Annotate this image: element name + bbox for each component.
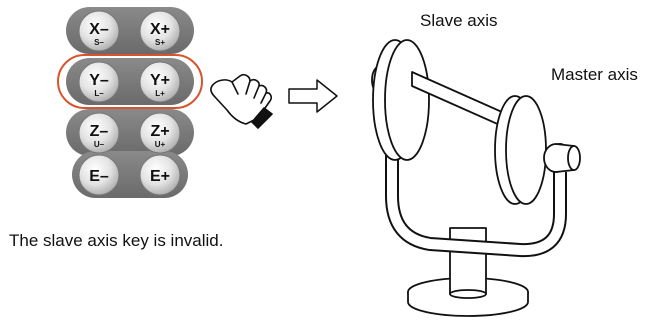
key-y-minus-sublabel: L– bbox=[94, 89, 104, 98]
key-z-plus[interactable]: Z+ U+ bbox=[139, 112, 181, 154]
key-x-minus-label: X– bbox=[89, 21, 109, 38]
key-x-minus-sublabel: S– bbox=[94, 38, 104, 47]
master-axis-label: Master axis bbox=[551, 65, 638, 84]
key-x-plus[interactable]: X+ S+ bbox=[139, 10, 181, 52]
key-y-minus-label: Y– bbox=[89, 72, 109, 89]
key-x-plus-label: X+ bbox=[150, 21, 170, 38]
key-y-plus-label: Y+ bbox=[150, 72, 170, 89]
key-z-plus-label: Z+ bbox=[150, 123, 169, 140]
key-x-minus[interactable]: X– S– bbox=[78, 10, 120, 52]
key-y-plus[interactable]: Y+ L+ bbox=[139, 61, 181, 103]
slave-axis-label: Slave axis bbox=[420, 11, 498, 30]
key-x-plus-sublabel: S+ bbox=[155, 38, 165, 47]
keypad: X– S– X+ S+ Y– L– Y+ L+ Z– U– Z+ U+ bbox=[57, 7, 203, 198]
key-e-plus-label: E+ bbox=[150, 168, 170, 185]
key-z-plus-sublabel: U+ bbox=[155, 140, 166, 149]
key-z-minus[interactable]: Z– U– bbox=[78, 112, 120, 154]
key-y-plus-sublabel: L+ bbox=[155, 89, 165, 98]
key-y-minus[interactable]: Y– L– bbox=[78, 61, 120, 103]
positioner-illustration bbox=[371, 39, 581, 317]
pointing-hand-icon bbox=[210, 74, 273, 129]
key-z-minus-sublabel: U– bbox=[94, 140, 105, 149]
key-e-minus-label: E– bbox=[89, 168, 109, 185]
highlight-outline bbox=[57, 54, 203, 109]
key-e-minus[interactable]: E– bbox=[78, 154, 120, 196]
key-z-minus-label: Z– bbox=[90, 123, 109, 140]
caption: The slave axis key is invalid. bbox=[9, 231, 224, 250]
key-e-plus[interactable]: E+ bbox=[139, 154, 181, 196]
right-arrow-icon bbox=[288, 79, 338, 113]
